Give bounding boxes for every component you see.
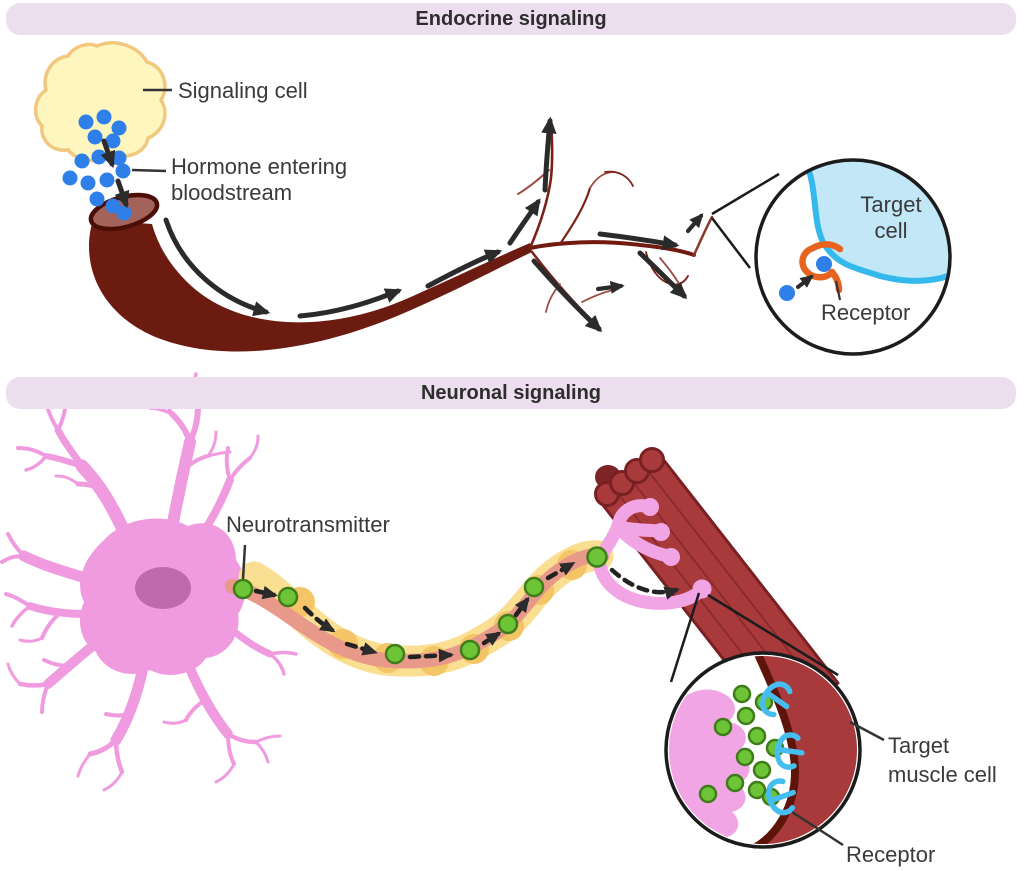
endocrine-title: Endocrine signaling [415,7,607,30]
neuronal-title: Neuronal signaling [420,381,602,404]
hormone-dot-bound [816,256,832,272]
target-muscle-cell-label: Target muscle cell [888,733,997,787]
target-cell-membrane [803,161,949,284]
hormone-release-arrows [100,138,130,209]
neurotransmitter-dots [232,546,608,665]
receptor-leader-line [834,280,842,301]
neurotransmitter-label: Neurotransmitter [226,512,390,537]
receptor-orange [799,241,844,294]
magnifier-circle-outline [664,651,862,849]
receptor-endocrine-label: Receptor [821,300,911,325]
hormone-dots [62,109,132,221]
hormone-binding-arrow [796,274,814,289]
nucleus [135,567,191,609]
signaling-cell [33,41,167,163]
magnifier-circle-outline [754,158,952,356]
signaling-cell-label: Signaling cell [178,78,308,103]
synaptic-neurotransmitter-dots [698,684,785,807]
terminal-boutons [641,498,712,599]
synapse-magnified-view [664,651,862,849]
neuronal-leader-lines [241,544,885,847]
receptor-neuronal-label: Receptor [846,842,936,867]
endocrine-leader-lines [131,88,172,173]
synapse-magnifier-lines [669,592,839,683]
hormone-label: Hormone entering bloodstream [171,154,348,205]
impulse-arrows [253,561,680,663]
neuronal-section-header: Neuronal signaling [6,377,1016,409]
endocrine-section-header: Endocrine signaling [6,3,1016,35]
blood-vessel [88,192,533,352]
endocrine-magnifier-lines [711,172,780,269]
neuron [0,372,298,792]
hormone-dot-free [779,285,795,301]
bloodstream-flow-arrows [163,116,704,333]
target-cell-label: Target cell [860,192,922,243]
receptors-blue [760,681,805,816]
